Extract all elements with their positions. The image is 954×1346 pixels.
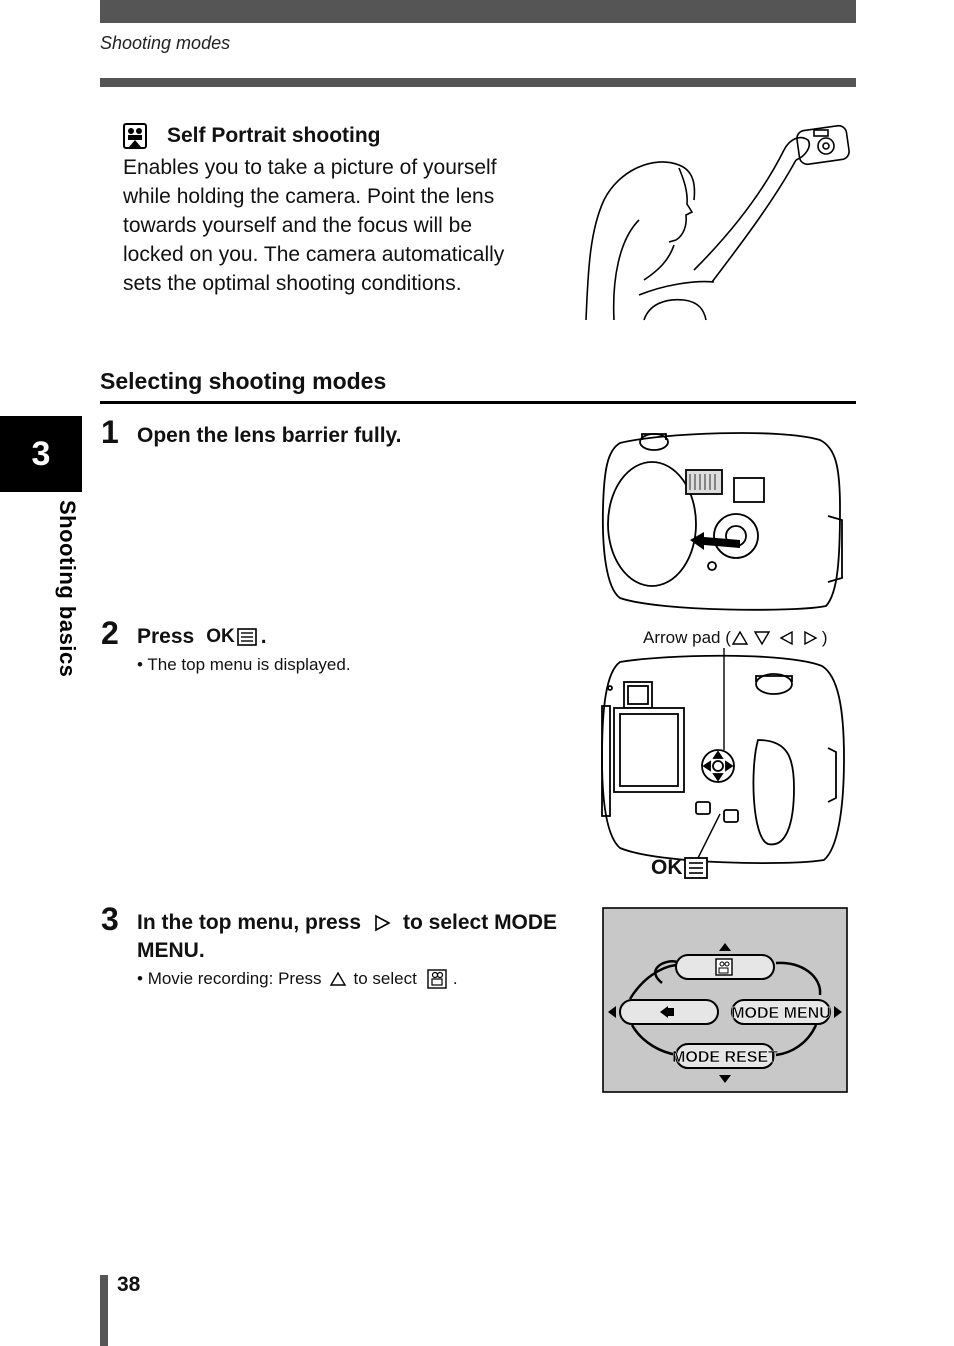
- step-3-line-1: In the top menu, press to select MODE: [137, 909, 587, 937]
- arrow-pad-caption: Arrow pad ( ): [643, 628, 828, 648]
- description-line: Enables you to take a picture of yoursel…: [123, 156, 497, 179]
- step-3-prefix: In the top menu, press: [137, 911, 362, 934]
- arrow-pad-label-end: ): [821, 628, 828, 647]
- description-line: locked on you. The camera automatically: [123, 243, 505, 266]
- step-3-line-2: MENU.: [137, 939, 205, 962]
- step-3-number: 3: [101, 901, 119, 937]
- camera-front-illustration: [601, 432, 843, 611]
- step-3-bullet-middle: to select: [353, 969, 417, 988]
- mode-reset-label: MODE RESET: [672, 1049, 778, 1066]
- menu-list-icon: [683, 857, 708, 879]
- arrow-up-icon: [731, 630, 749, 645]
- step-1-number: 1: [101, 414, 119, 450]
- step-3-bullet-prefix: Movie recording: Press: [147, 969, 322, 988]
- step-2-bullet: • The top menu is displayed.: [137, 655, 351, 675]
- chapter-number: 3: [31, 434, 51, 473]
- menu-list-icon: [236, 628, 257, 646]
- self-portrait-description: Enables you to take a picture of yoursel…: [123, 153, 563, 298]
- camera-back-illustration: [601, 648, 845, 865]
- footer-bar: [100, 1275, 108, 1346]
- step-3-suffix: to select MODE: [403, 911, 558, 934]
- self-portrait-title: Self Portrait shooting: [167, 124, 381, 147]
- chapter-tab: 3: [0, 416, 82, 492]
- description-line: towards yourself and the focus will be: [123, 214, 473, 237]
- ok-callout-label: OK: [651, 856, 683, 879]
- arrow-left-icon: [779, 630, 793, 646]
- self-portrait-icon: [123, 123, 147, 149]
- movie-icon: [427, 969, 447, 989]
- menu-item-mode-menu: [731, 999, 831, 1025]
- description-line: while holding the camera. Point the lens: [123, 185, 495, 208]
- self-portrait-heading: Self Portrait shooting: [123, 123, 381, 149]
- ok-callout: OK: [651, 856, 708, 880]
- menu-item-mode-reset: [675, 1043, 775, 1069]
- header-top-bar: [100, 0, 856, 23]
- bullet-dot: •: [137, 655, 148, 674]
- arrow-up-icon: [329, 971, 346, 986]
- description-line: sets the optimal shooting conditions.: [123, 272, 462, 295]
- arrow-down-icon: [753, 631, 771, 646]
- ok-button-label: OK: [206, 626, 235, 647]
- section-title: Selecting shooting modes: [100, 368, 387, 394]
- step-1-text: Open the lens barrier fully.: [137, 424, 402, 447]
- top-menu-screen: MODE MENU MODE RESET: [602, 907, 848, 1093]
- step-2-text: Press OK .: [137, 623, 267, 651]
- page-number: 38: [117, 1273, 141, 1296]
- step-2-bullet-text: The top menu is displayed.: [147, 655, 351, 674]
- chapter-side-title: Shooting basics: [55, 500, 80, 678]
- header-section-label: Shooting modes: [100, 33, 231, 53]
- self-portrait-illustration: [585, 124, 850, 321]
- step-2-number: 2: [101, 615, 119, 651]
- mode-menu-label: MODE MENU: [731, 1005, 831, 1022]
- step-3-bullet-suffix: .: [452, 969, 458, 988]
- step-3-bullet: • Movie recording: Press to select .: [137, 969, 458, 989]
- step-2-suffix: .: [260, 625, 267, 648]
- step-2-prefix: Press: [137, 625, 195, 648]
- bullet-dot: •: [137, 969, 148, 988]
- arrow-right-icon: [804, 630, 818, 646]
- header-bottom-bar: [100, 78, 856, 87]
- arrow-right-icon: [375, 914, 391, 932]
- arrow-pad-label: Arrow pad (: [643, 628, 731, 647]
- step-3-text: In the top menu, press to select MODE ME…: [137, 909, 587, 965]
- section-rule: [100, 401, 856, 404]
